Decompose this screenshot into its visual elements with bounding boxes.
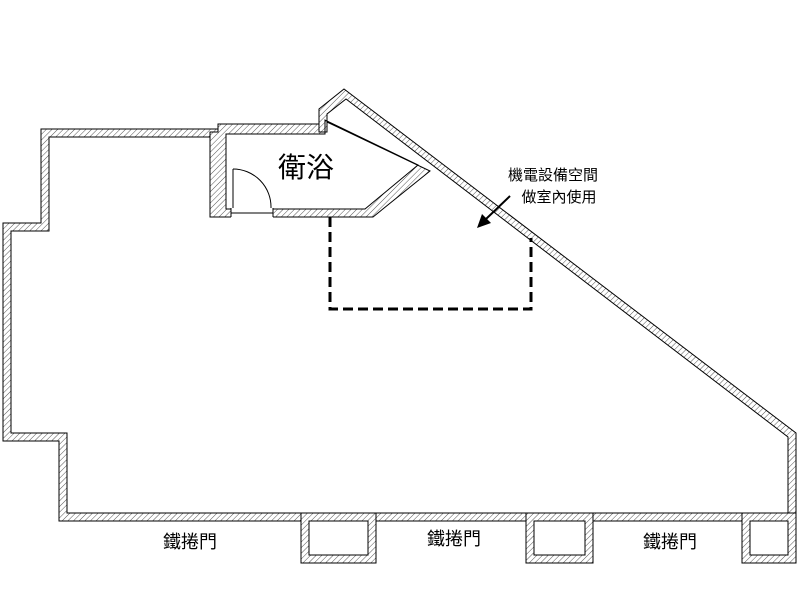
pilaster-2: [525, 512, 594, 564]
rolling-door-label-2: 鐵捲門: [427, 529, 481, 550]
pilaster-1: [300, 512, 377, 564]
pilaster-3: [741, 512, 797, 564]
equipment-note-line1: 機電設備空間: [508, 166, 598, 184]
rolling-door-label-3: 鐵捲門: [643, 532, 697, 553]
note-arrow: [485, 195, 511, 220]
bathroom-wall: [209, 119, 431, 218]
door-swing-arc: [232, 168, 272, 209]
rolling-door-label-1: 鐵捲門: [163, 532, 217, 553]
equipment-space-outline: [328, 217, 533, 311]
bathroom-label: 衛浴: [278, 151, 334, 184]
outer-wall: [2, 88, 797, 522]
note-arrowhead: [477, 214, 491, 228]
equipment-note-line2: 做室內使用: [521, 188, 596, 206]
